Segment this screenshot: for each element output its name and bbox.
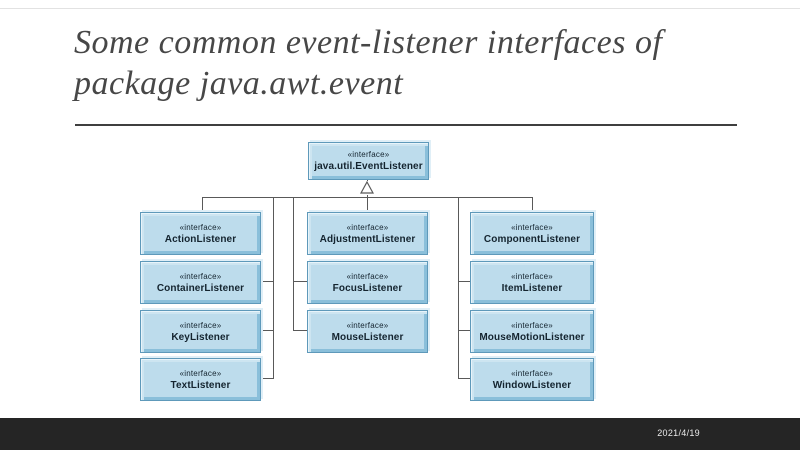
stereotype-label: «interface» <box>346 222 389 232</box>
stereotype-label: «interface» <box>179 271 222 281</box>
stereotype-label: «interface» <box>511 271 553 281</box>
interface-box-mousemotionlistener: «interface» MouseMotionListener <box>470 310 594 353</box>
connector-line <box>202 197 203 212</box>
interface-box-actionlistener: «interface» ActionListener <box>140 212 261 255</box>
connector-line <box>293 281 307 282</box>
interface-box-windowlistener: «interface» WindowListener <box>470 358 594 401</box>
stereotype-label: «interface» <box>511 222 553 232</box>
slide-top-edge <box>0 8 800 9</box>
stereotype-label: «interface» <box>179 222 222 232</box>
connector-line <box>458 330 470 331</box>
interface-name: MouseListener <box>331 331 404 343</box>
connector-line <box>293 197 294 331</box>
slide-title: Some common event-listener interfaces of… <box>74 22 754 104</box>
interface-box-itemlistener: «interface» ItemListener <box>470 261 594 304</box>
connector-line <box>458 281 470 282</box>
connector-line <box>260 330 273 331</box>
title-line-1: Some common event-listener interfaces of <box>74 24 663 61</box>
connector-line <box>458 197 459 379</box>
interface-box-mouselistener: «interface» MouseListener <box>307 310 428 353</box>
title-underline <box>75 124 737 126</box>
connector-line <box>260 378 273 379</box>
interface-name: ComponentListener <box>483 233 581 245</box>
footer-bar: 2021/4/19 <box>0 418 800 450</box>
stereotype-label: «interface» <box>511 320 553 330</box>
interface-name: ContainerListener <box>156 282 245 294</box>
interface-name: MouseMotionListener <box>479 331 585 343</box>
uml-diagram: «interface» java.util.EventListener «int… <box>140 142 594 401</box>
connector-line <box>458 378 470 379</box>
stereotype-label: «interface» <box>347 150 390 159</box>
interface-box-componentlistener: «interface» ComponentListener <box>470 212 594 255</box>
interface-name: WindowListener <box>492 379 572 391</box>
connector-line <box>532 197 533 212</box>
interface-name: FocusListener <box>332 282 403 294</box>
stereotype-label: «interface» <box>179 320 222 330</box>
slide-date: 2021/4/19 <box>657 428 700 438</box>
interface-name: java.util.EventListener <box>314 161 423 172</box>
connector-line <box>367 195 368 212</box>
stereotype-label: «interface» <box>511 368 553 378</box>
interface-box-textlistener: «interface» TextListener <box>140 358 261 401</box>
stereotype-label: «interface» <box>179 368 222 378</box>
stereotype-label: «interface» <box>346 320 389 330</box>
stereotype-label: «interface» <box>346 271 389 281</box>
generalization-arrow-icon <box>360 181 374 194</box>
interface-box-eventlistener: «interface» java.util.EventListener <box>308 142 429 180</box>
interface-name: ActionListener <box>164 233 237 245</box>
interface-name: TextListener <box>170 379 231 391</box>
interface-box-keylistener: «interface» KeyListener <box>140 310 261 353</box>
connector-line <box>293 330 307 331</box>
connector-line <box>260 281 273 282</box>
interface-box-focuslistener: «interface» FocusListener <box>307 261 428 304</box>
interface-box-containerlistener: «interface» ContainerListener <box>140 261 261 304</box>
interface-name: KeyListener <box>171 331 230 343</box>
interface-name: ItemListener <box>501 282 563 294</box>
interface-name: AdjustmentListener <box>319 233 416 245</box>
connector-line <box>273 197 274 379</box>
title-line-2: package java.awt.event <box>74 65 404 102</box>
interface-box-adjustmentlistener: «interface» AdjustmentListener <box>307 212 428 255</box>
